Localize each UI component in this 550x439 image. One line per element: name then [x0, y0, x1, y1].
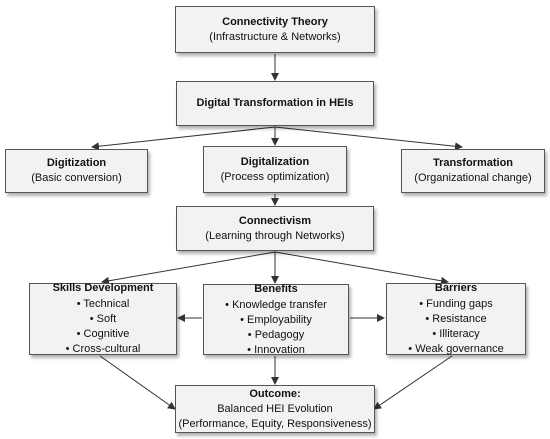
connectivity-theory-subtitle: (Infrastructure & Networks) [209, 30, 341, 43]
transformation-subtitle: (Organizational change) [414, 172, 532, 184]
arrow-barriers-to-outcome [373, 355, 453, 410]
benefits-title: Benefits [254, 282, 298, 295]
benefits-item-employability: • Employability [240, 313, 312, 326]
connectivism-subtitle: (Learning through Networks) [205, 229, 345, 242]
arrow-to-transformation [274, 126, 463, 151]
barriers-item-funding-gaps: • Funding gaps [419, 298, 493, 310]
benefits-item-knowledge-transfer: • Knowledge transfer [225, 298, 327, 311]
outcome-line-1: Balanced HEI Evolution [217, 402, 333, 415]
transformation-box: Transformation (Organizational change) [401, 149, 545, 193]
digitization-title: Digitization [46, 157, 107, 169]
barriers-box: Barriers • Funding gaps • Resistance • I… [386, 282, 526, 355]
arrow-to-digitization [91, 126, 276, 151]
skills-item-cross-cultural: • Cross-cultural [65, 343, 141, 355]
arrow-to-skills [101, 251, 276, 285]
digitization-subtitle: (Basic conversion) [31, 172, 122, 184]
barriers-title: Barriers [434, 282, 478, 294]
barriers-item-illiteracy: • Illiteracy [432, 328, 480, 340]
benefits-item-pedagogy: • Pedagogy [247, 328, 305, 341]
barriers-item-weak-governance: • Weak governance [408, 343, 504, 355]
skills-development-title: Skills Development [52, 282, 154, 294]
barriers-item-resistance: • Resistance [425, 313, 487, 325]
digital-transformation-box: Digital Transformation in HEIs [176, 81, 374, 126]
connectivism-title: Connectivism [238, 214, 312, 227]
connectivity-theory-box: Connectivity Theory (Infrastructure & Ne… [175, 6, 375, 53]
digital-transformation-title: Digital Transformation in HEIs [196, 97, 354, 109]
benefits-item-innovation: • Innovation [247, 343, 305, 356]
skills-item-cognitive: • Cognitive [76, 328, 130, 340]
digitization-box: Digitization (Basic conversion) [5, 149, 148, 193]
outcome-title: Outcome: [249, 387, 301, 400]
benefits-box: Benefits • Knowledge transfer • Employab… [203, 282, 349, 356]
connectivity-theory-title: Connectivity Theory [222, 15, 328, 28]
arrow-to-barriers [274, 251, 449, 285]
digitalization-title: Digitalization [240, 155, 310, 168]
skills-item-technical: • Technical [76, 298, 130, 310]
digitalization-box: Digitalization (Process optimization) [203, 146, 347, 193]
arrow-skills-to-outcome [99, 355, 176, 410]
skills-item-soft: • Soft [89, 313, 117, 325]
transformation-title: Transformation [432, 157, 514, 169]
connectivism-box: Connectivism (Learning through Networks) [176, 206, 374, 251]
digitalization-subtitle: (Process optimization) [220, 170, 330, 183]
outcome-box: Outcome: Balanced HEI Evolution (Perform… [175, 385, 375, 433]
skills-development-box: Skills Development • Technical • Soft • … [29, 282, 177, 355]
outcome-line-2: (Performance, Equity, Responsiveness) [178, 417, 372, 430]
